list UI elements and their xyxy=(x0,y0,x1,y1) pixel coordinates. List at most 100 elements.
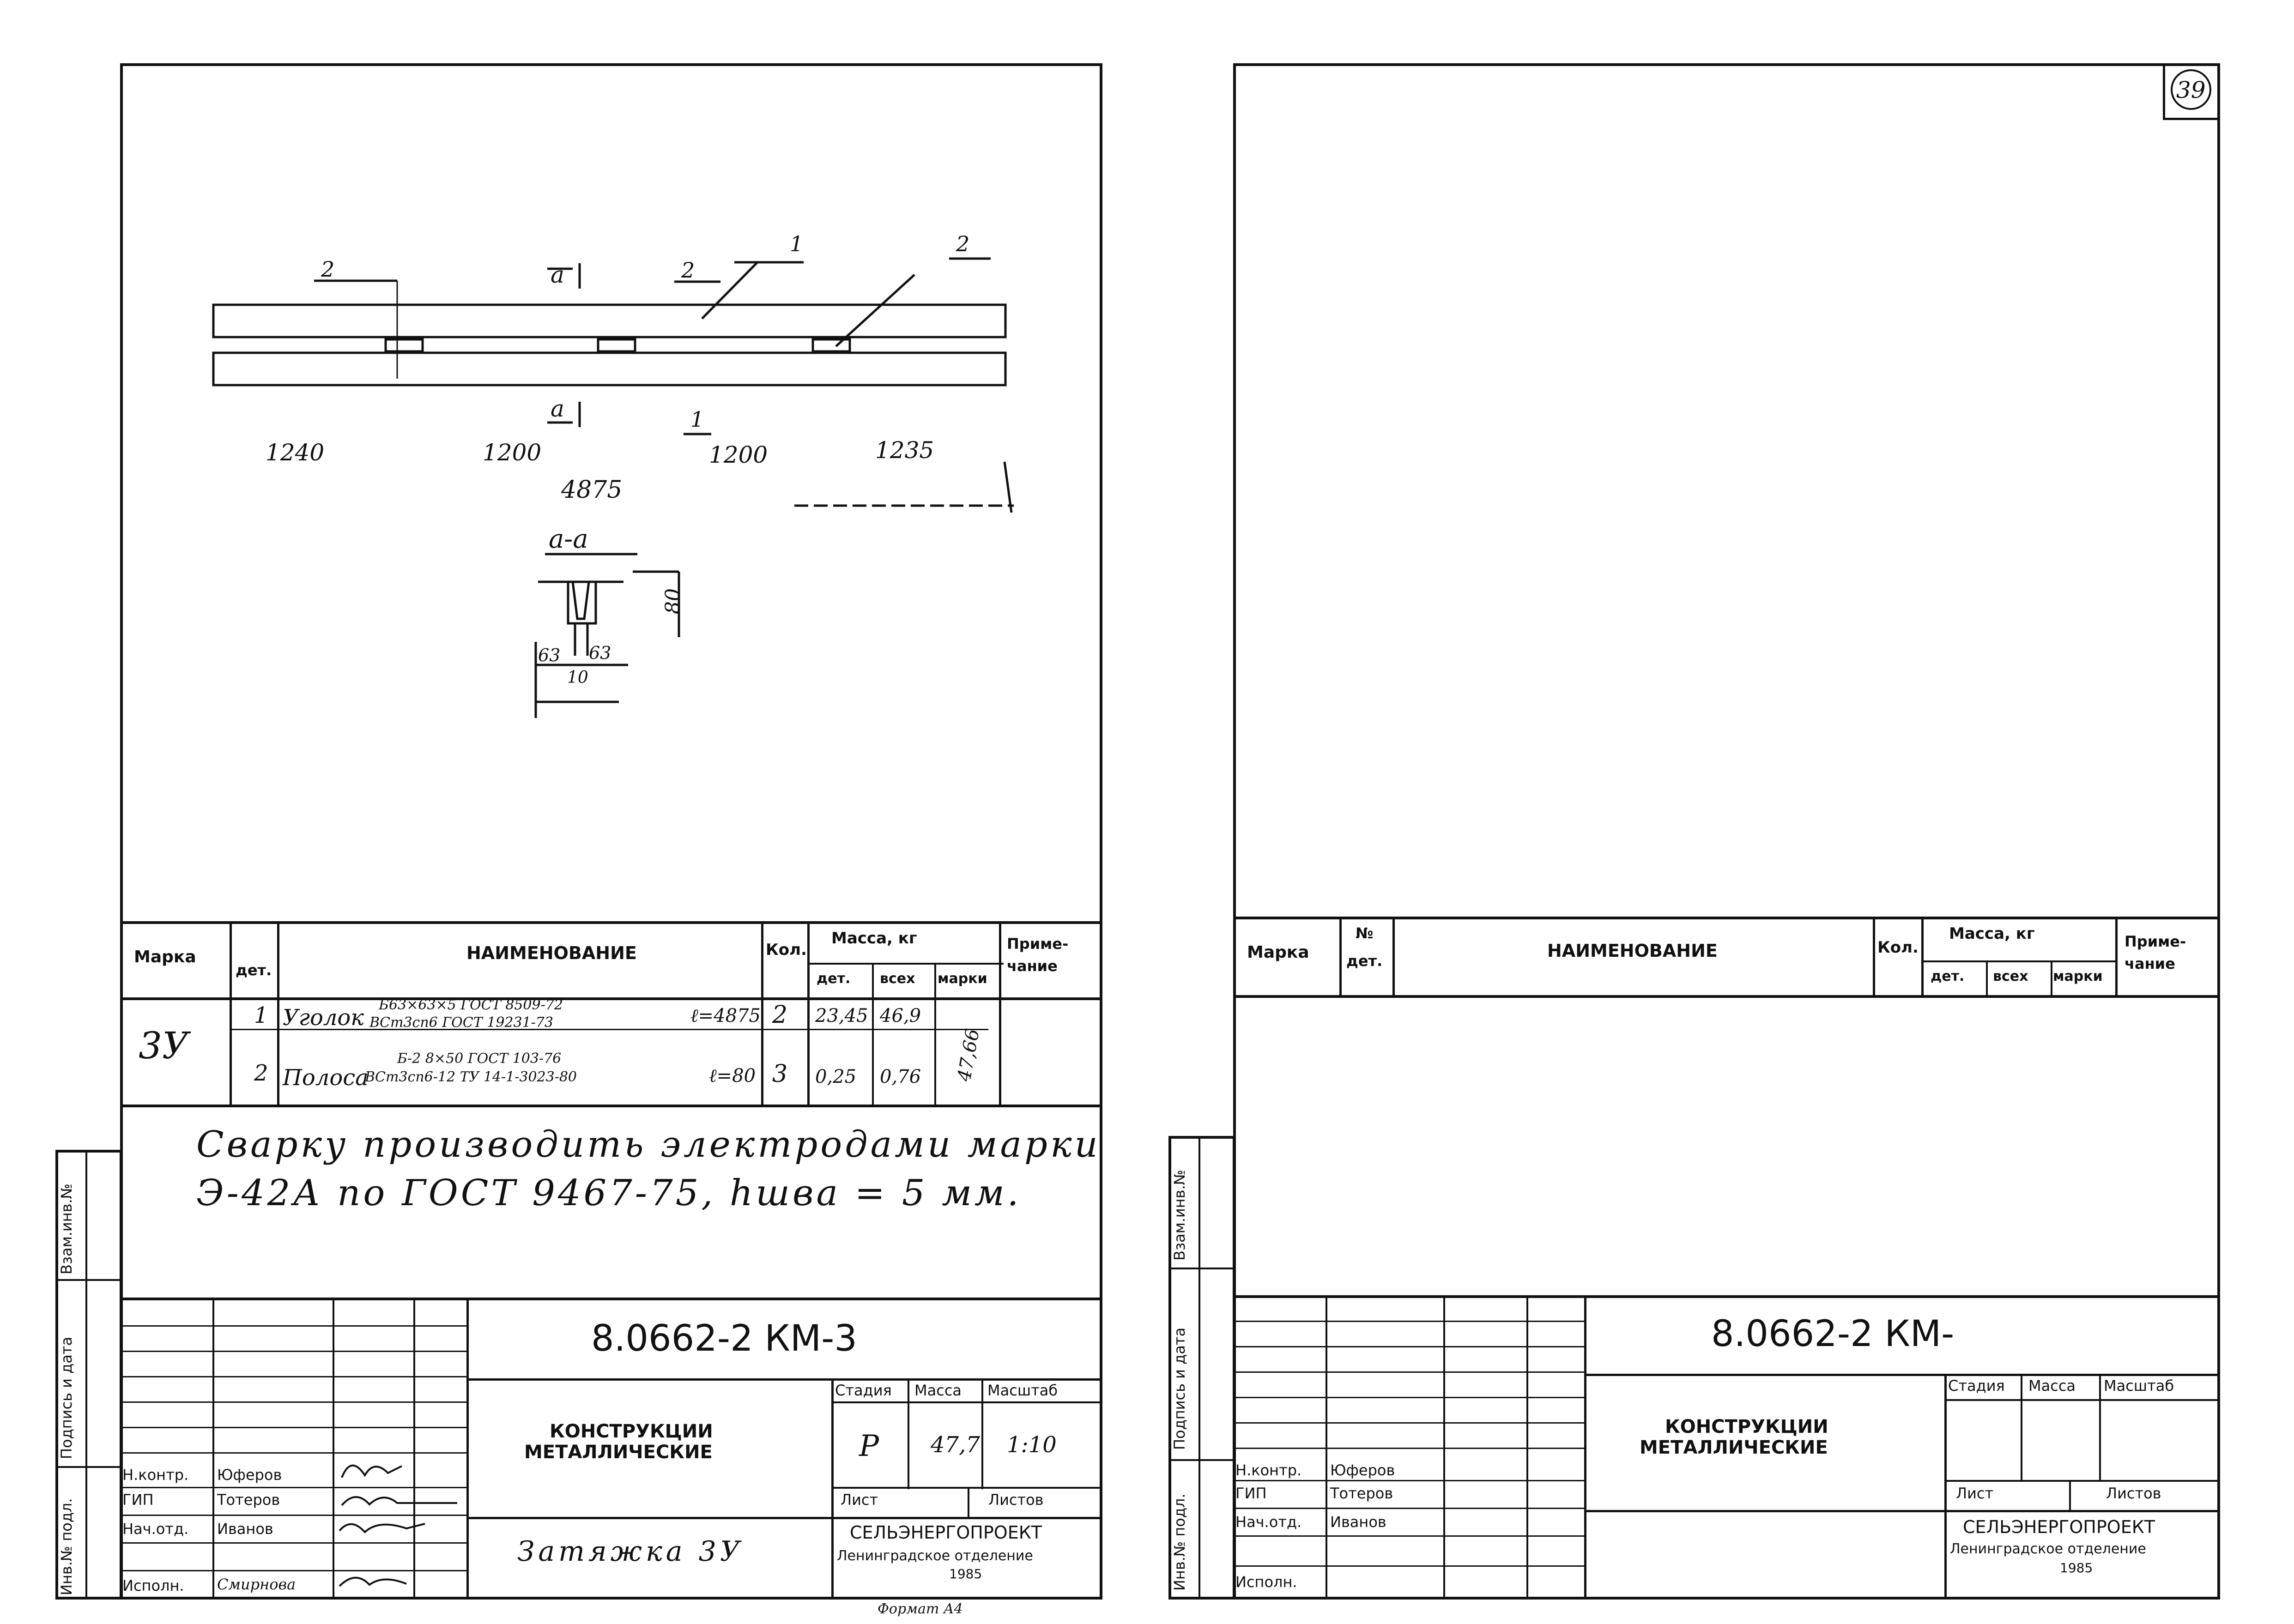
role-gip: ГИП xyxy=(122,1491,154,1509)
r-stamp-code: 8.0662-2 КМ- xyxy=(1711,1313,1955,1355)
section-dim-63a: 63 xyxy=(538,645,561,665)
r-stamp-org-1: СЕЛЬЭНЕРГОПРОЕКТ xyxy=(1963,1517,2155,1537)
weld-note-line-2: Э-42А по ГОСТ 9467-75, hшва = 5 мм. xyxy=(196,1172,1022,1214)
dim-1200b: 1200 xyxy=(709,441,768,468)
r-spec-header-mass-det: дет. xyxy=(1931,968,1965,984)
row1-name: Уголок xyxy=(283,1005,364,1031)
stamp-scale-value: 1:10 xyxy=(1007,1432,1057,1458)
r-side-label-inv: Инв.№ подл. xyxy=(1171,1493,1188,1591)
spec-header-name: НАИМЕНОВАНИЕ xyxy=(466,943,637,963)
name-nachotd: Иванов xyxy=(217,1520,273,1538)
r-spec-header-det-no: № xyxy=(1356,924,1374,942)
section-title: a-a xyxy=(549,524,588,554)
side-label-sign: Подпись и дата xyxy=(58,1336,75,1459)
r-stamp-sheet-header: Лист xyxy=(1956,1485,1994,1502)
angle-lower xyxy=(212,351,1007,386)
name-nkontr: Юферов xyxy=(217,1466,282,1484)
r-role-ispoln: Исполн. xyxy=(1235,1573,1297,1591)
row2-mass-det: 0,25 xyxy=(815,1066,857,1087)
stamp-title-1: КОНСТРУКЦИИ xyxy=(550,1421,713,1442)
right-sheet-frame xyxy=(1233,63,2220,1600)
format-note: Формат А4 xyxy=(878,1601,963,1617)
r-spec-header-mass: Масса, кг xyxy=(1949,924,2035,943)
row1-mass-det: 23,45 xyxy=(815,1005,868,1026)
r-stamp-mass-header: Масса xyxy=(2028,1377,2076,1395)
spec-header-mass-mark: марки xyxy=(938,971,987,987)
r-stamp-org-2: Ленинградское отделение xyxy=(1950,1541,2146,1557)
weld-note-line-1: Сварку производить электродами марки xyxy=(196,1124,1101,1165)
r-name-gip: Тотеров xyxy=(1330,1485,1393,1502)
stamp-title-2: МЕТАЛЛИЧЕСКИЕ xyxy=(524,1442,713,1463)
stamp-code: 8.0662-2 КМ-3 xyxy=(591,1318,857,1359)
leader-bottom-1: 1 xyxy=(690,407,704,432)
row1-spec-bottom: ВСт3сп6 ГОСТ 19231-73 xyxy=(369,1014,553,1031)
r-role-gip: ГИП xyxy=(1235,1485,1267,1502)
stamp-org-3: 1985 xyxy=(949,1566,982,1582)
r-name-nachotd: Иванов xyxy=(1330,1513,1386,1531)
r-spec-header-det: дет. xyxy=(1346,952,1383,970)
spec-header-mass-det: дет. xyxy=(817,971,851,987)
spec-mark-value: 3У xyxy=(139,1024,189,1067)
r-stamp-org-3: 1985 xyxy=(2060,1560,2093,1576)
row2-spec-bottom: ВСт3сп6-12 ТУ 14-1-3023-80 xyxy=(365,1069,577,1085)
row1-qty: 2 xyxy=(772,1001,788,1029)
spec-header-mass: Масса, кг xyxy=(831,929,917,948)
page-number-circle xyxy=(2171,69,2211,110)
stamp-org-2: Ленинградское отделение xyxy=(837,1548,1033,1564)
batten-plate-3 xyxy=(811,338,851,353)
spec-header-note: Приме- чание xyxy=(1007,935,1069,975)
stamp-stage-value: Р xyxy=(859,1429,879,1463)
r-name-nkontr: Юферов xyxy=(1330,1461,1395,1479)
r-spec-header-mark: Марка xyxy=(1247,943,1309,962)
stamp-stage-header: Стадия xyxy=(835,1382,892,1399)
stamp-caption: Затяжка 3У xyxy=(517,1535,744,1568)
r-spec-header-mass-all: всех xyxy=(1993,968,2028,984)
row2-qty: 3 xyxy=(772,1060,788,1088)
role-nkontr: Н.контр. xyxy=(122,1466,189,1484)
stamp-mass-header: Масса xyxy=(914,1382,962,1399)
r-spec-header-qty: Кол. xyxy=(1877,938,1919,957)
role-ispoln: Исполн. xyxy=(122,1577,184,1594)
batten-plate-2 xyxy=(597,338,636,353)
left-sheet-frame xyxy=(120,63,1102,1600)
spec-header-det: дет. xyxy=(236,961,272,979)
r-stamp-stage-header: Стадия xyxy=(1948,1377,2005,1395)
r-stamp-title-2: МЕТАЛЛИЧЕСКИЕ xyxy=(1640,1437,1828,1458)
row2-name: Полоса xyxy=(283,1065,369,1091)
leader-1: 1 xyxy=(790,231,804,256)
section-dim-63b: 63 xyxy=(589,643,611,663)
name-ispoln: Смирнова xyxy=(217,1576,296,1593)
page-number: 39 xyxy=(2176,77,2206,103)
dim-total: 4875 xyxy=(561,476,623,504)
r-role-nachotd: Нач.отд. xyxy=(1235,1513,1302,1531)
row2-det: 2 xyxy=(254,1060,268,1086)
leader-2a: 2 xyxy=(321,257,335,282)
r-stamp-scale-header: Масштаб xyxy=(2104,1377,2174,1395)
section-dim-10: 10 xyxy=(567,668,588,687)
section-mark-bottom: a xyxy=(551,395,564,422)
r-side-label-vzam: Взам.инв.№ xyxy=(1171,1170,1188,1261)
stamp-mass-value: 47,7 xyxy=(931,1432,980,1458)
spec-header-mark: Марка xyxy=(134,948,196,966)
angle-upper xyxy=(212,303,1007,338)
row2-length: ℓ=80 xyxy=(709,1065,756,1087)
dim-1235: 1235 xyxy=(875,437,934,464)
r-role-nkontr: Н.контр. xyxy=(1235,1461,1302,1479)
row2-spec-top: Б-2 8×50 ГОСТ 103-76 xyxy=(397,1050,562,1067)
dim-1240: 1240 xyxy=(266,439,325,466)
stamp-scale-header: Масштаб xyxy=(987,1382,1058,1399)
row1-spec-top: Б63×63×5 ГОСТ 8509-72 xyxy=(379,997,563,1013)
spec-header-qty: Кол. xyxy=(766,941,807,959)
r-spec-header-mass-mark: марки xyxy=(2053,968,2103,984)
page-number-box xyxy=(2163,65,2218,120)
role-nachotd: Нач.отд. xyxy=(122,1520,189,1538)
row2-mass-all: 0,76 xyxy=(880,1066,921,1087)
spec-header-mass-all: всех xyxy=(880,971,915,987)
stamp-sheet-header: Лист xyxy=(841,1491,878,1509)
r-stamp-sheets-header: Листов xyxy=(2106,1485,2161,1502)
dim-1200a: 1200 xyxy=(483,439,542,466)
r-spec-header-name: НАИМЕНОВАНИЕ xyxy=(1547,941,1718,961)
right-side-strip xyxy=(1168,1136,1235,1600)
batten-plate-1 xyxy=(384,338,424,353)
